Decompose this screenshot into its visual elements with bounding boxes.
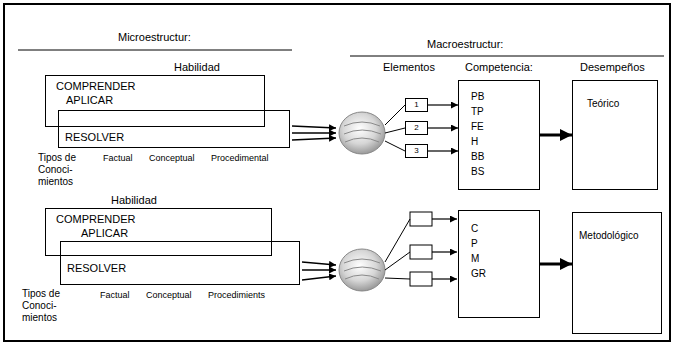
performance-box: Metodológico — [572, 212, 662, 334]
box-text: Metodológico — [579, 229, 638, 243]
input-arrow — [302, 269, 336, 271]
input-arrow — [292, 138, 336, 140]
input-arrows — [292, 126, 336, 280]
integration-blob — [339, 112, 385, 291]
blob-links — [385, 105, 410, 279]
box-text: 3 — [414, 145, 418, 157]
blob-link — [385, 105, 405, 125]
connector-arrow — [540, 263, 572, 266]
box-text: COMPRENDER — [56, 212, 135, 226]
empty-element-boxes — [410, 212, 457, 286]
element-arrow — [432, 278, 457, 279]
input-arrow — [292, 132, 336, 134]
performance-box: Teórico — [572, 80, 658, 190]
blob-link — [385, 278, 410, 279]
box-text: RESOLVER — [65, 130, 124, 144]
knowledge-label: Tipos de Conoci- mientos — [22, 288, 80, 324]
header-rule — [18, 50, 292, 51]
element-box: 2 — [405, 121, 428, 135]
box-text: COMPRENDER — [56, 79, 135, 93]
box-text: APLICAR — [66, 93, 113, 107]
connector-arrow — [428, 127, 458, 128]
element-arrow — [432, 218, 457, 219]
connector-arrow — [540, 134, 572, 137]
box-text: Teórico — [587, 97, 619, 111]
blob-link — [385, 128, 405, 133]
column-heading: Elementos — [383, 61, 435, 73]
blob-link — [385, 141, 405, 151]
outer-frame — [4, 4, 670, 341]
box-heading: Habilidad — [174, 60, 220, 74]
knowledge-label: Tipos de Conoci- mientos — [38, 152, 96, 188]
element-arrow — [432, 251, 457, 252]
column-heading: Desempeños — [580, 61, 645, 73]
skill-box: RESOLVER — [60, 241, 300, 285]
connector-arrow — [428, 104, 458, 105]
box-text: C P M GR — [471, 221, 486, 281]
blob-link — [385, 219, 410, 262]
element-box — [410, 272, 432, 286]
element-box — [410, 212, 432, 226]
header-rule — [350, 56, 664, 57]
input-arrow — [302, 262, 336, 265]
input-arrow — [302, 276, 336, 280]
element-box: 3 — [405, 144, 428, 158]
box-text: PB TP FE H BB BS — [471, 89, 484, 179]
input-arrow — [292, 126, 336, 128]
skill-box: RESOLVER — [58, 110, 290, 148]
element-box — [410, 245, 432, 259]
column-heading: Competencia: — [465, 61, 533, 73]
blob-shape — [339, 249, 385, 291]
element-box: 1 — [405, 98, 428, 112]
box-text: 2 — [414, 122, 418, 134]
competence-box: PB TP FE H BB BS — [458, 80, 540, 190]
competence-box: C P M GR — [458, 210, 540, 318]
blob-shape — [339, 112, 385, 154]
skill-box: HabilidadCOMPRENDERAPLICAR — [45, 208, 272, 256]
box-heading: Habilidad — [111, 193, 157, 207]
knowledge-types: Factual Conceptual Procedimental — [103, 152, 269, 164]
blob-strands — [344, 122, 381, 142]
box-text: 1 — [414, 99, 418, 111]
connector-arrow — [428, 150, 458, 151]
skill-box: HabilidadCOMPRENDERAPLICAR — [45, 75, 265, 127]
knowledge-types: Factual Conceptual Procedimients — [100, 289, 265, 301]
box-text: APLICAR — [81, 226, 128, 240]
section-heading: Macroestructur: — [427, 38, 503, 50]
blob-link — [385, 252, 410, 270]
box-text: RESOLVER — [67, 261, 126, 275]
blob-strands — [344, 259, 381, 279]
section-heading: Microestructur: — [118, 31, 191, 43]
